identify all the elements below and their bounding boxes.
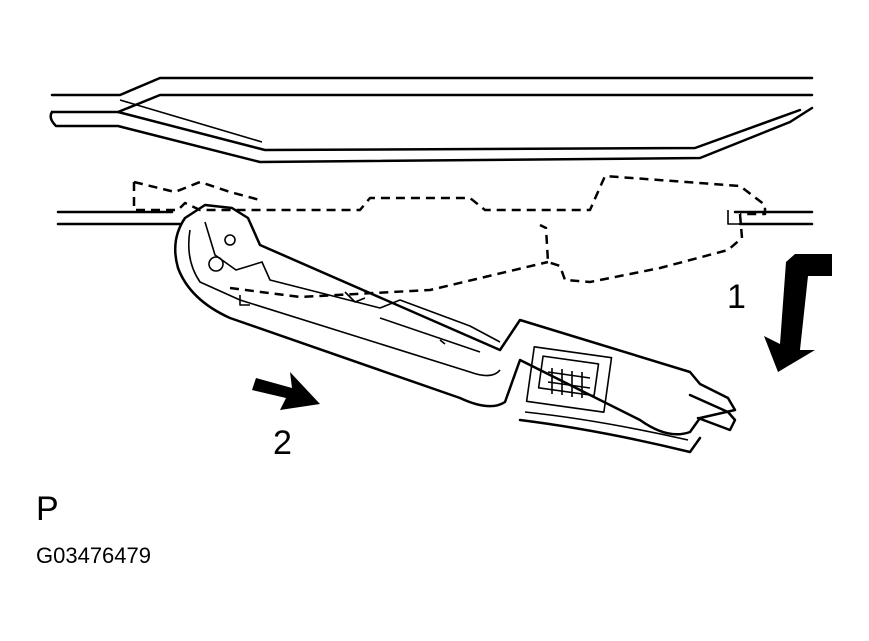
console-lines <box>56 210 814 226</box>
figure-id-label: G03476479 <box>36 543 151 568</box>
switch-module <box>173 203 737 454</box>
step-2-label: 2 <box>273 424 292 462</box>
view-letter-label: P <box>36 490 59 528</box>
upper-trim-panel <box>49 76 814 164</box>
installed-position-outline <box>132 174 767 299</box>
step-1-label: 1 <box>727 278 746 316</box>
arrow-right-icon <box>252 372 320 410</box>
arrow-down-bent-icon <box>764 254 832 372</box>
